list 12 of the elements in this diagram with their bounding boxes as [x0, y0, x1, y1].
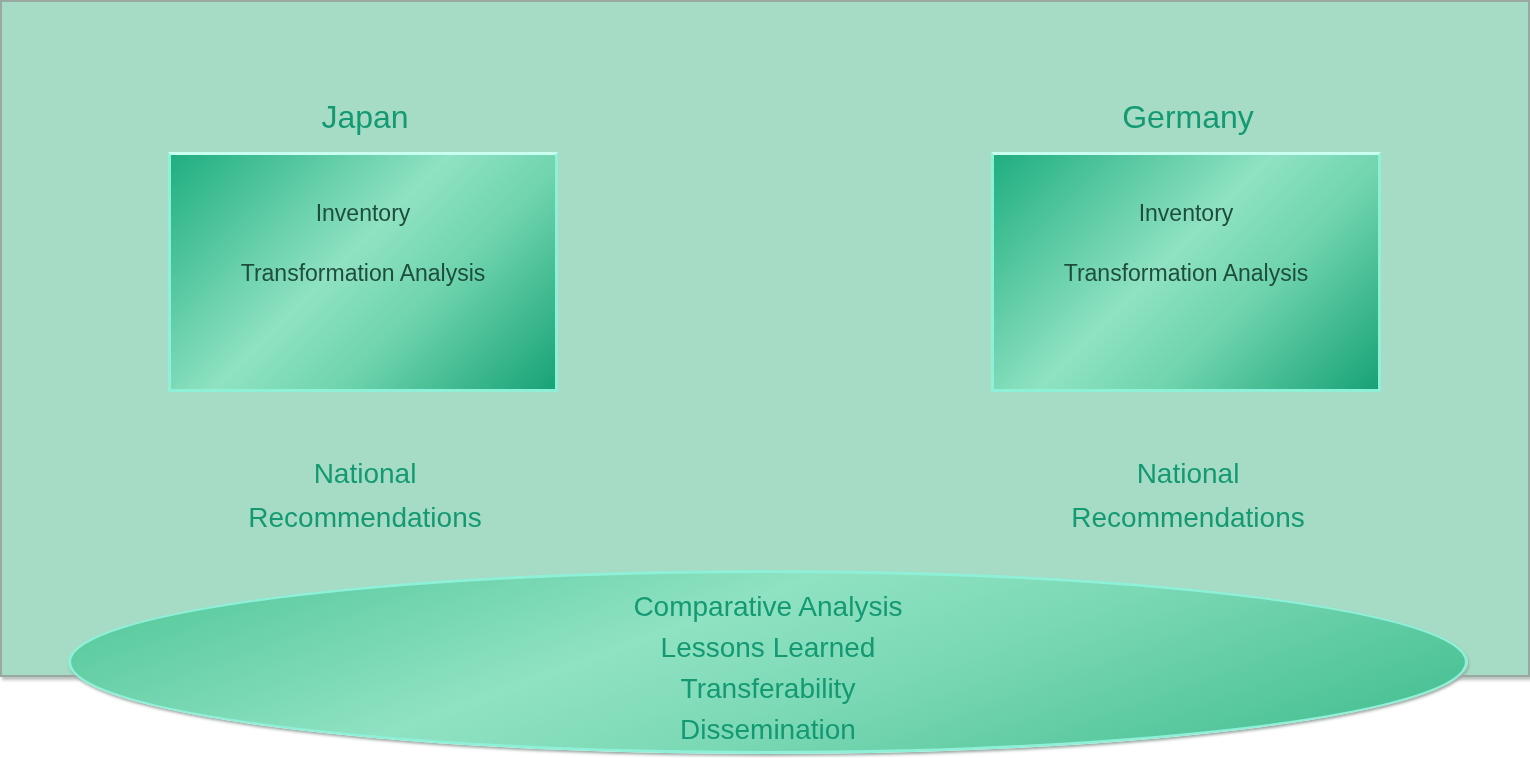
country-heading: Germany — [1121, 98, 1255, 137]
box-text: Transformation Analysis — [239, 259, 487, 288]
caption-text: National Recommendations — [247, 457, 483, 535]
box-text: Inventory — [314, 199, 412, 228]
ellipse-text: Comparative Analysis — [632, 590, 904, 624]
box-text: Inventory — [1137, 199, 1235, 228]
ellipse-text: Transferability — [679, 672, 857, 706]
box-text: Transformation Analysis — [1062, 259, 1310, 288]
country-heading: Japan — [320, 98, 410, 137]
caption-text: National Recommendations — [1070, 457, 1306, 535]
ellipse-text: Lessons Learned — [659, 631, 877, 665]
ellipse-text: Dissemination — [679, 713, 857, 747]
